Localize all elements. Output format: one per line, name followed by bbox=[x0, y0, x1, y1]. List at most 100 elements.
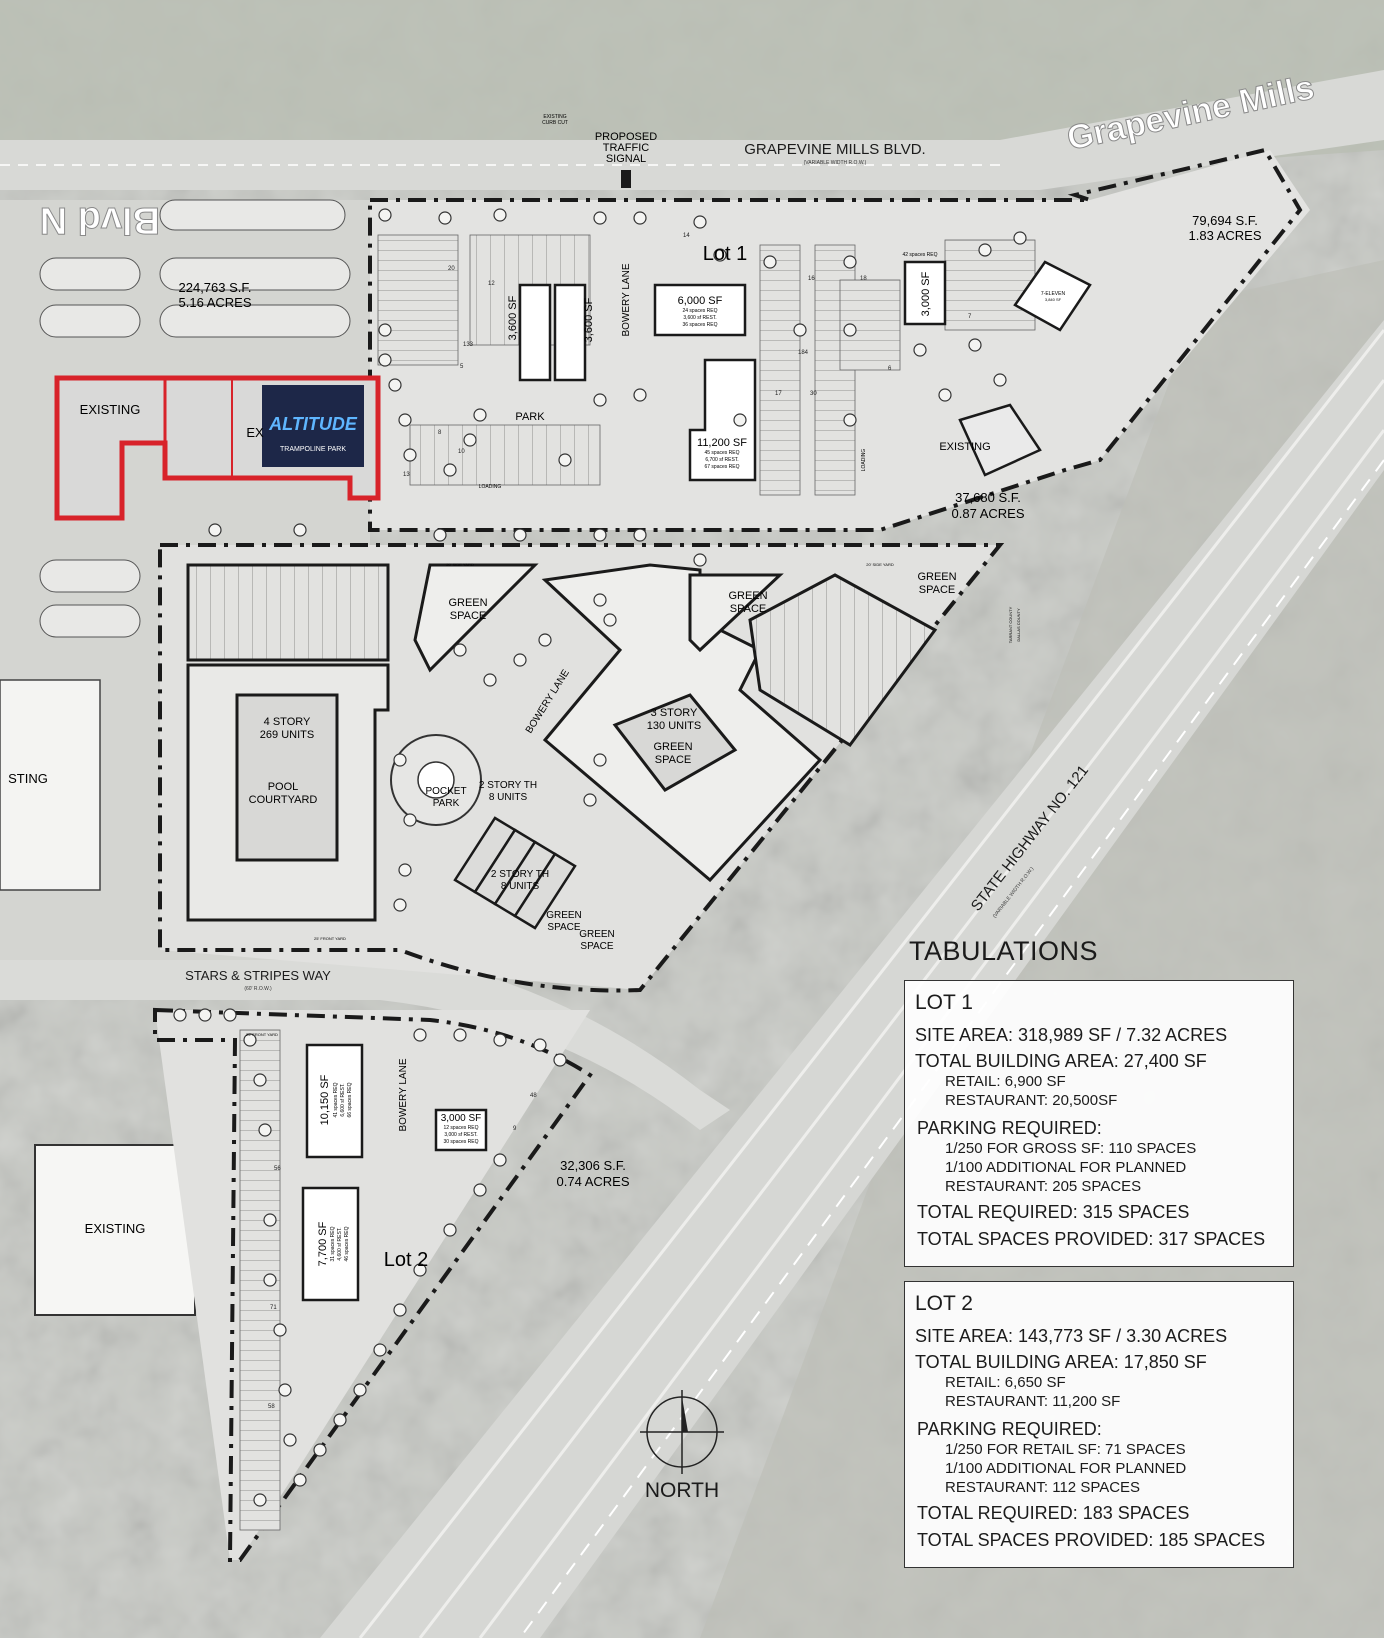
traffic-signal-line1: PROPOSED bbox=[595, 131, 657, 143]
tree-symbol bbox=[223, 1008, 237, 1022]
tree-symbol bbox=[413, 1028, 427, 1042]
parcel-32306-sf: 32,306 S.F. bbox=[560, 1158, 626, 1173]
tree-symbol bbox=[353, 1383, 367, 1397]
parking-count: 20 bbox=[448, 266, 455, 272]
seven-eleven-label: 7-ELEVEN bbox=[1041, 291, 1066, 297]
traffic-signal-line2: TRAFFIC bbox=[603, 142, 649, 154]
tree-symbol bbox=[513, 528, 527, 542]
tab-lot1-total-provided: TOTAL SPACES PROVIDED: 317 SPACES bbox=[917, 1229, 1266, 1249]
tree-symbol bbox=[258, 1123, 272, 1137]
setback-side-residential: 20' SIDE YARD bbox=[446, 562, 474, 567]
residential-boundary bbox=[158, 543, 1005, 993]
existing-partial-label: EX bbox=[246, 425, 264, 440]
north-arrow bbox=[640, 1390, 724, 1474]
b3000-lot1-req: 42 spaces REQ bbox=[902, 252, 937, 258]
tree-symbol bbox=[553, 1053, 567, 1067]
green-space-3-line1: GREEN bbox=[917, 571, 956, 583]
tab-lot2-restaurant: RESTAURANT: 11,200 SF bbox=[945, 1393, 1121, 1410]
inner-green-line1: GREEN bbox=[653, 741, 692, 753]
b6000-line4: 36 spaces REQ bbox=[682, 322, 717, 328]
tree-symbol bbox=[453, 1028, 467, 1042]
grapevine-mills-road bbox=[0, 70, 1384, 190]
tab-lot1-retail: RETAIL: 6,900 SF bbox=[945, 1073, 1066, 1090]
pool-line2: COURTYARD bbox=[249, 794, 318, 806]
altitude-logo-text: ALTITUDE bbox=[268, 414, 358, 434]
b10150-line2: 41 spaces REQ bbox=[333, 1082, 339, 1117]
tree-symbol bbox=[593, 528, 607, 542]
tree-symbol bbox=[603, 613, 617, 627]
tabulations-title: TABULATIONS bbox=[909, 936, 1099, 966]
traffic-signal-icon bbox=[621, 170, 631, 188]
parking-count: 14 bbox=[683, 233, 690, 239]
b3600b-label: 3,600 SF bbox=[583, 297, 595, 342]
park-label: PARK bbox=[515, 411, 545, 423]
townhome-a-line1: 2 STORY TH bbox=[479, 780, 537, 791]
b11200-line4: 67 spaces REQ bbox=[704, 464, 739, 470]
tree-symbol bbox=[583, 793, 597, 807]
b11200-line2: 45 spaces REQ bbox=[704, 450, 739, 456]
tab-lot2-rule2b: RESTAURANT: 112 SPACES bbox=[945, 1479, 1141, 1496]
tree-symbol bbox=[593, 753, 607, 767]
tab-lot1-rule2b: RESTAURANT: 205 SPACES bbox=[945, 1178, 1142, 1195]
aerial-trees-top bbox=[0, 0, 1384, 170]
parking-count-labels: 14 20 12 16 18 17 30 133 184 13 10 5 8 6… bbox=[268, 233, 972, 1410]
bowery-lane-lot1: BOWERY LANE bbox=[621, 263, 632, 336]
grapevine-mills-blvd-label: GRAPEVINE MILLS BLVD. bbox=[744, 141, 925, 158]
four-story-line1: 4 STORY bbox=[264, 716, 311, 728]
tab-lot1-rule2: 1/100 ADDITIONAL FOR PLANNED bbox=[945, 1159, 1187, 1176]
tree-symbol bbox=[333, 1413, 347, 1427]
stars-stripes-label: STARS & STRIPES WAY bbox=[185, 968, 331, 983]
setback-front-lot2: 25' FRONT YARD bbox=[246, 1032, 278, 1037]
parcel-37680-sf: 37,680 S.F. bbox=[955, 490, 1021, 505]
tree-symbol bbox=[263, 1273, 277, 1287]
b11200-line1: 11,200 SF bbox=[697, 437, 747, 449]
b3000-lot2-line4: 30 spaces REQ bbox=[443, 1139, 478, 1145]
townhome-a-line2: 8 UNITS bbox=[489, 792, 528, 803]
tree-symbol bbox=[413, 1263, 427, 1277]
green-space-1-line1: GREEN bbox=[448, 597, 487, 609]
parking-count: 58 bbox=[268, 1404, 275, 1410]
parcel-79694-sf: 79,694 S.F. bbox=[1192, 213, 1258, 228]
parcel-37680-ac: 0.87 ACRES bbox=[952, 506, 1025, 521]
green-space-1-line2: SPACE bbox=[450, 610, 486, 622]
parking-count: 71 bbox=[270, 1305, 277, 1311]
tree-symbol bbox=[538, 633, 552, 647]
tab-lot1-site-area: SITE AREA: 318,989 SF / 7.32 ACRES bbox=[915, 1025, 1228, 1045]
b7700-line2: 31 spaces REQ bbox=[330, 1226, 336, 1261]
tree-symbol bbox=[393, 898, 407, 912]
blvd-aerial-label: Blvd N bbox=[40, 199, 160, 241]
tab-lot2-site-area: SITE AREA: 143,773 SF / 3.30 ACRES bbox=[915, 1326, 1228, 1346]
tab-lot2-rule1: 1/250 FOR RETAIL SF: 71 SPACES bbox=[945, 1441, 1186, 1458]
lot1-label: Lot 1 bbox=[703, 243, 747, 265]
tab-lot2-building-area: TOTAL BUILDING AREA: 17,850 SF bbox=[915, 1352, 1207, 1372]
tree-symbol bbox=[993, 373, 1007, 387]
parking-count: 56 bbox=[274, 1166, 281, 1172]
highway-121-corridor bbox=[320, 320, 1384, 1638]
residential-buildings bbox=[186, 563, 938, 922]
b7700-line1: 7,700 SF bbox=[317, 1221, 329, 1266]
green-space-5-line2: SPACE bbox=[580, 941, 613, 952]
tree-symbol bbox=[273, 1323, 287, 1337]
tree-symbol bbox=[843, 323, 857, 337]
county-line-1: TARRANT COUNTY bbox=[1008, 606, 1013, 643]
pocket-park-line1: POCKET bbox=[425, 786, 466, 797]
tab-lot2-name: LOT 2 bbox=[915, 1292, 973, 1315]
tree-symbol bbox=[253, 1073, 267, 1087]
existing-southwest: EXISTING bbox=[85, 1221, 146, 1236]
loading-label-1: LOADING bbox=[479, 484, 502, 490]
curb-cut-line1: EXISTING bbox=[543, 114, 566, 120]
b3000-lot2-line3: 3,000 sf REST. bbox=[444, 1132, 477, 1138]
green-space-5-line1: GREEN bbox=[579, 929, 615, 940]
b7700-line3: 4,600 sf REST. bbox=[337, 1227, 343, 1260]
parcel-79694-ac: 1.83 ACRES bbox=[1189, 228, 1262, 243]
parking-count: 8 bbox=[438, 430, 442, 436]
tree-symbol bbox=[978, 243, 992, 257]
tab-lot2-total-required: TOTAL REQUIRED: 183 SPACES bbox=[917, 1503, 1190, 1523]
southwest-existing-building bbox=[34, 1144, 196, 1316]
tree-symbol bbox=[483, 673, 497, 687]
tree-symbol bbox=[633, 388, 647, 402]
tree-symbol bbox=[593, 593, 607, 607]
b10150-line4: 66 spaces REQ bbox=[347, 1082, 353, 1117]
green-space-3-line2: SPACE bbox=[919, 584, 955, 596]
inner-green-line2: SPACE bbox=[655, 754, 691, 766]
